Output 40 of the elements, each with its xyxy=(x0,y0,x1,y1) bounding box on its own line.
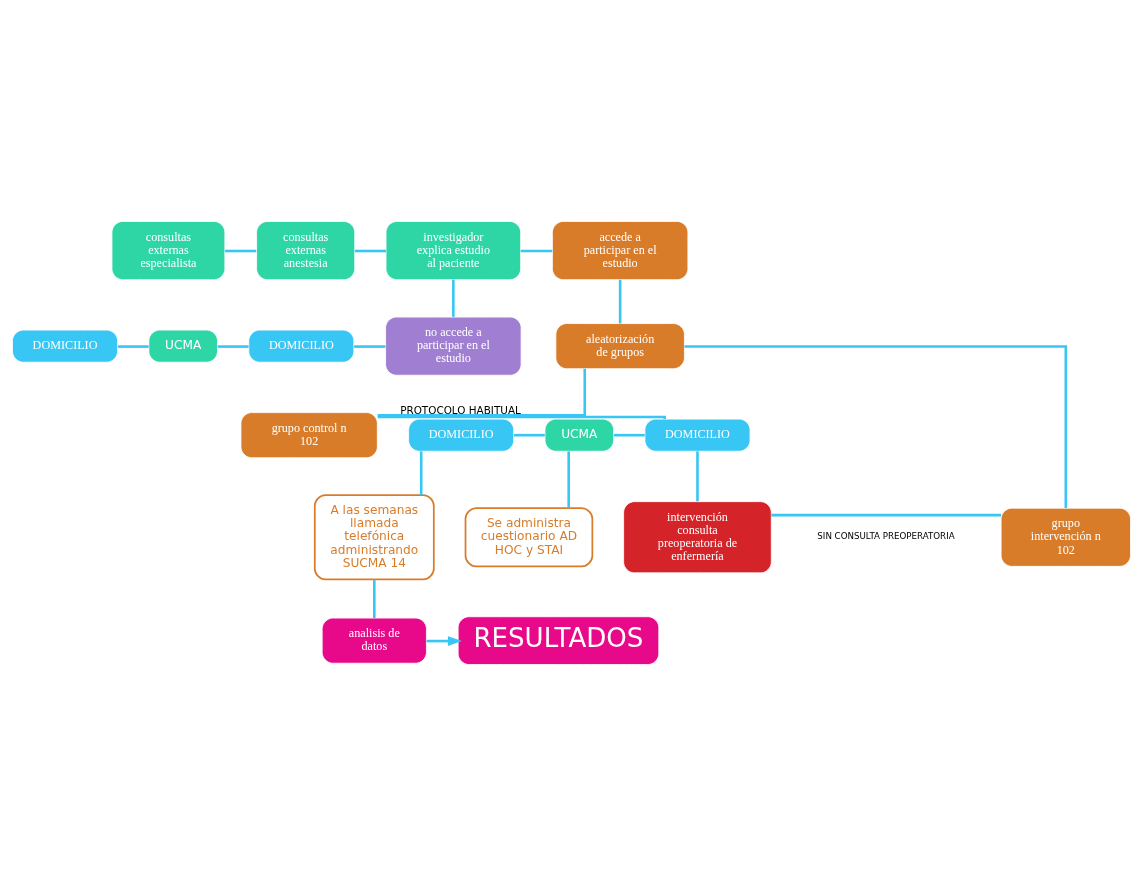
arrow xyxy=(426,635,462,646)
connector xyxy=(373,579,376,618)
node-box: grupo intervención n 102 xyxy=(1000,507,1131,567)
node-box: accede a participar en el estudio xyxy=(551,220,689,280)
node-box: intervención consulta preoperatoria de enfermería xyxy=(623,500,772,573)
node-box: DOMICILIO xyxy=(408,418,515,452)
connector xyxy=(771,513,1001,516)
connector xyxy=(117,344,149,348)
connector xyxy=(613,433,645,436)
edge-label: PROTOCOLO HABITUAL xyxy=(400,403,521,416)
node-box: grupo control n 102 xyxy=(240,411,378,458)
connector xyxy=(225,249,257,252)
connector xyxy=(696,450,699,501)
label: SIN CONSULTA PREOPERATORIA xyxy=(817,530,955,541)
connector xyxy=(567,450,570,508)
node-box: no accede a participar en el estudio xyxy=(385,316,522,376)
connector xyxy=(520,249,553,252)
node-box: investigador explica estudio al paciente xyxy=(385,220,522,280)
connector xyxy=(217,344,249,348)
node-box: DOMICILIO xyxy=(248,329,355,363)
node-box: DOMICILIO xyxy=(12,329,119,363)
connector xyxy=(684,344,1068,508)
node-box: UCMA xyxy=(544,418,615,452)
connector xyxy=(354,249,386,252)
node-box: Se administra cuestionario AD HOC y STAI xyxy=(464,506,594,567)
node-box: analisis de datos xyxy=(321,617,427,664)
connector xyxy=(618,279,622,323)
node-box: DOMICILIO xyxy=(644,418,751,452)
node-box: aleatorización de grupos xyxy=(555,322,685,369)
connector xyxy=(354,344,386,348)
node-box: UCMA xyxy=(148,329,218,363)
connector xyxy=(419,450,423,495)
node-box: consultas externas especialista xyxy=(111,220,226,280)
connector xyxy=(514,433,545,436)
node-box: RESULTADOS xyxy=(457,615,660,665)
node-box: A las semanas llamada telefónica administrando SUCMA 14 xyxy=(313,493,435,580)
connector xyxy=(452,279,455,317)
node-box: consultas externas anestesia xyxy=(256,220,356,280)
connector xyxy=(377,415,666,420)
connector xyxy=(377,368,587,416)
